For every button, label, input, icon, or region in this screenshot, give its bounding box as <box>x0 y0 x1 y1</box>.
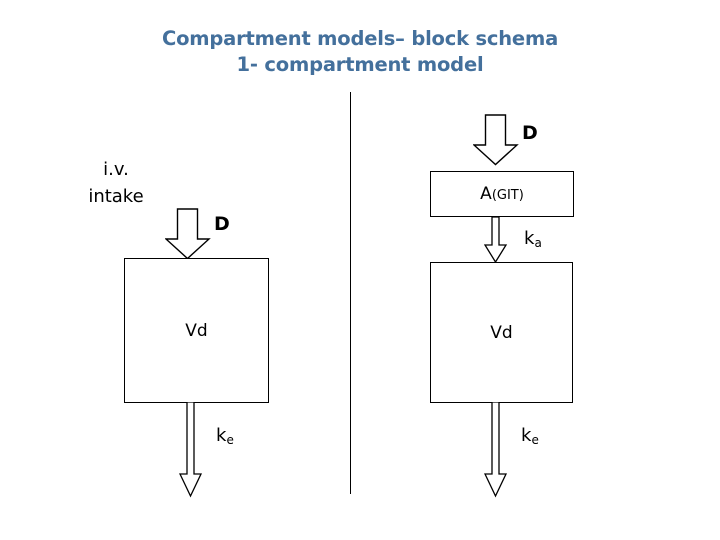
title-line-1: Compartment models– block schema <box>161 27 559 50</box>
absorption-rate-k-sub: a <box>534 236 542 250</box>
elimination-arrow-left <box>179 402 203 498</box>
iv-intake-line-2: intake <box>88 186 144 207</box>
compartment-box-right: Vd <box>430 262 573 403</box>
elimination-k-right: k <box>521 425 532 446</box>
compartment-box-left-label: Vd <box>185 320 208 341</box>
absorption-box: A(GIT) <box>430 171 574 217</box>
absorption-box-label: A(GIT) <box>480 184 524 204</box>
compartment-box-right-label: Vd <box>490 322 513 343</box>
iv-intake-line-1: i.v. <box>103 159 129 180</box>
elimination-arrow-right <box>484 402 508 498</box>
absorption-rate-label: ka <box>524 228 542 250</box>
dose-arrow-right <box>473 114 519 166</box>
absorption-box-sub: (GIT) <box>491 188 524 203</box>
dose-arrow-right-label: D <box>522 122 538 144</box>
title-line-2: 1- compartment model <box>236 53 484 76</box>
dose-arrow-left <box>165 208 211 260</box>
page-title: Compartment models– block schema 1- comp… <box>0 26 720 78</box>
elimination-k-left-sub: e <box>226 433 234 447</box>
elimination-k-right-sub: e <box>531 433 539 447</box>
elimination-arrow-right-label: ke <box>521 425 539 447</box>
iv-intake-label: i.v. intake <box>70 156 162 210</box>
elimination-arrow-left-label: ke <box>216 425 234 447</box>
absorption-rate-k: k <box>524 228 535 249</box>
compartment-box-left: Vd <box>124 258 269 403</box>
dose-arrow-left-label: D <box>214 213 230 235</box>
elimination-k-left: k <box>216 425 227 446</box>
absorption-rate-arrow <box>484 217 508 263</box>
panel-divider <box>350 92 351 494</box>
absorption-box-main: A <box>480 184 492 204</box>
